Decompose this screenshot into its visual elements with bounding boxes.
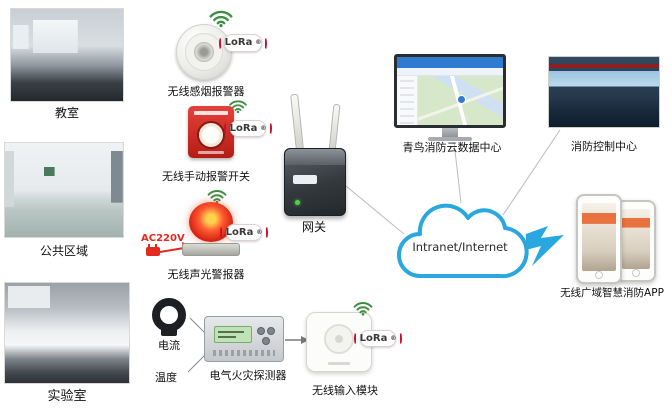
lora-reg-mark: ® (390, 334, 397, 342)
lora-badge: LoRa® (224, 34, 262, 52)
app-phone-front (576, 194, 622, 284)
lora-badge: LoRa® (360, 330, 396, 347)
datacenter-monitor (394, 54, 506, 128)
public-area-photo (4, 142, 124, 238)
monitor-base (428, 137, 472, 141)
monitor-screen (397, 57, 503, 125)
wifi-signal-icon (209, 10, 233, 28)
lightning-bolt-icon (526, 226, 564, 266)
detector-terminals (213, 350, 275, 356)
lora-reg-mark: ® (255, 39, 262, 46)
lora-reg-mark: ® (260, 124, 267, 132)
app-header-bar (397, 57, 503, 68)
wifi-signal-icon (229, 100, 247, 114)
control-center-photo (548, 56, 660, 128)
smoke-detector-vents (194, 42, 214, 62)
phone-screen (582, 203, 616, 271)
cloud-datacenter-label: 青鸟消防云数据中心 (402, 141, 502, 154)
phone-screen (622, 209, 650, 269)
smoke-detector-label: 无线感烟报警器 (167, 85, 245, 98)
module-led (335, 334, 343, 343)
gateway-device (284, 148, 346, 216)
ac-power-label: AC220V (141, 233, 185, 244)
detector-button (267, 327, 275, 335)
lora-badge-text: LoRa (224, 37, 253, 48)
app-sidebar (397, 76, 418, 125)
electrical-fire-detector-device (204, 316, 284, 362)
laboratory-photo (4, 282, 130, 384)
app-label: 无线广域智慧消防APP (560, 287, 664, 299)
phone-home-button (632, 269, 640, 277)
gateway-antenna-right (328, 103, 341, 153)
alarm-base (182, 243, 240, 256)
map-pin (457, 94, 467, 104)
lora-badge-text: LoRa (229, 122, 258, 134)
phone-home-button (595, 271, 603, 279)
manual-alarm-switch-label: 无线手动报警开关 (162, 170, 250, 183)
smoke-detector-device (176, 24, 232, 80)
lcd-line (218, 336, 236, 338)
lora-badge: LoRa® (230, 120, 266, 137)
callpoint-text-band (194, 111, 228, 115)
gateway-logo (293, 175, 317, 184)
temperature-label: 温度 (155, 371, 177, 384)
classroom-label: 教室 (54, 106, 79, 120)
lora-badge-text: LoRa (225, 226, 254, 238)
cloud-label: Intranet/Internet (412, 240, 508, 254)
gateway-label: 网关 (301, 220, 326, 234)
detector-button (262, 337, 270, 345)
callpoint-button (197, 121, 225, 150)
gateway-top-panel (285, 149, 345, 165)
monitor-stand (442, 128, 458, 137)
lora-badge-text: LoRa (359, 332, 388, 344)
app-phone-back (616, 200, 656, 282)
wifi-signal-icon (353, 302, 373, 316)
map-view (418, 76, 503, 125)
lcd-line (218, 331, 244, 333)
lora-reg-mark: ® (256, 228, 263, 236)
lora-badge: LoRa® (226, 224, 262, 241)
sound-light-alarm-label: 无线声光警报器 (167, 268, 245, 281)
current-label: 电流 (158, 339, 180, 352)
public-area-label: 公共区域 (39, 244, 88, 258)
classroom-photo (10, 8, 124, 102)
app-body (397, 76, 503, 125)
control-center-label: 消防控制中心 (571, 140, 637, 153)
internet-cloud (397, 203, 529, 279)
detector-lcd (214, 326, 252, 343)
electrical-fire-detector-label: 电气火灾探测器 (209, 369, 287, 382)
wireless-input-module-label: 无线输入模块 (312, 384, 378, 397)
detector-button (257, 327, 265, 335)
callpoint-bottom-band (198, 151, 224, 154)
laboratory-label: 实验室 (47, 389, 87, 404)
gateway-antenna-left (290, 93, 304, 151)
app-toolbar (397, 68, 503, 76)
current-transformer-icon (152, 298, 186, 336)
gateway-led (295, 200, 300, 205)
module-brand-mark (328, 362, 350, 365)
